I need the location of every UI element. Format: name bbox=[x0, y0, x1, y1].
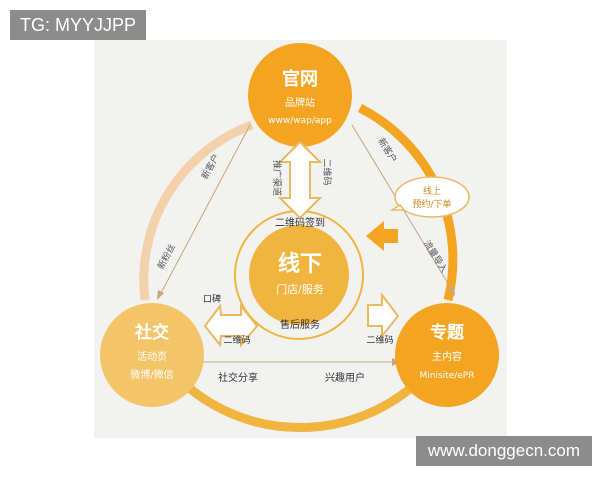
watermark-top-left: TG: MYYJJPP bbox=[10, 10, 147, 40]
label-qrcode-left: 二维码 bbox=[223, 334, 250, 346]
outer-ring-left bbox=[139, 120, 254, 301]
node-top-line1: 品牌站 bbox=[285, 96, 315, 109]
label-new-customer-right: 新客户 bbox=[375, 136, 399, 165]
callout-bubble bbox=[394, 176, 470, 218]
node-left-line1: 活动页 bbox=[137, 351, 167, 363]
orange-arrow bbox=[366, 221, 398, 251]
node-left-title: 社交 bbox=[134, 322, 169, 343]
outer-ring-bottom bbox=[171, 371, 429, 433]
node-top-title: 官网 bbox=[282, 68, 318, 90]
node-top bbox=[248, 43, 352, 147]
label-traffic-in: 流量导入 bbox=[421, 238, 450, 275]
label-qrcode-top: 二维码 bbox=[321, 158, 333, 185]
label-qrcode-signin: 二维码签到 bbox=[275, 216, 325, 229]
node-right bbox=[395, 303, 499, 407]
node-center-title: 线下 bbox=[278, 251, 322, 277]
node-right-line1: 主内容 bbox=[432, 350, 462, 363]
connector-top-right-arrowhead bbox=[448, 286, 455, 296]
double-arrow-left bbox=[203, 303, 259, 348]
callout-line2: 预约/下单 bbox=[412, 198, 451, 210]
connector-top-left bbox=[159, 124, 251, 296]
callout-pointer bbox=[389, 204, 406, 211]
watermark-bottom-right: www.donggecn.com bbox=[415, 436, 592, 466]
node-center bbox=[249, 225, 349, 325]
connector-top-left-arrowhead bbox=[157, 290, 164, 300]
node-right-title: 专题 bbox=[430, 322, 465, 343]
label-after-sales: 售后服务 bbox=[280, 318, 320, 331]
node-left-line2: 微博/微信 bbox=[130, 368, 173, 381]
label-word-of-mouth: 口碑 bbox=[203, 293, 221, 305]
label-interested-users: 兴趣用户 bbox=[325, 371, 365, 384]
double-arrow-vertical bbox=[277, 140, 323, 220]
outline-arrow-right bbox=[367, 292, 400, 339]
label-promo-channel: 推广渠道 bbox=[271, 160, 283, 196]
node-right-line2: Minisite/ePR bbox=[420, 371, 475, 381]
callout-line1: 线上 bbox=[423, 185, 441, 197]
node-left bbox=[100, 303, 204, 407]
label-social-share: 社交分享 bbox=[218, 371, 258, 384]
label-qrcode-right: 二维码 bbox=[366, 334, 393, 346]
node-center-line1: 门店/服务 bbox=[276, 282, 324, 296]
node-top-line2: www/wap/app bbox=[268, 116, 332, 126]
